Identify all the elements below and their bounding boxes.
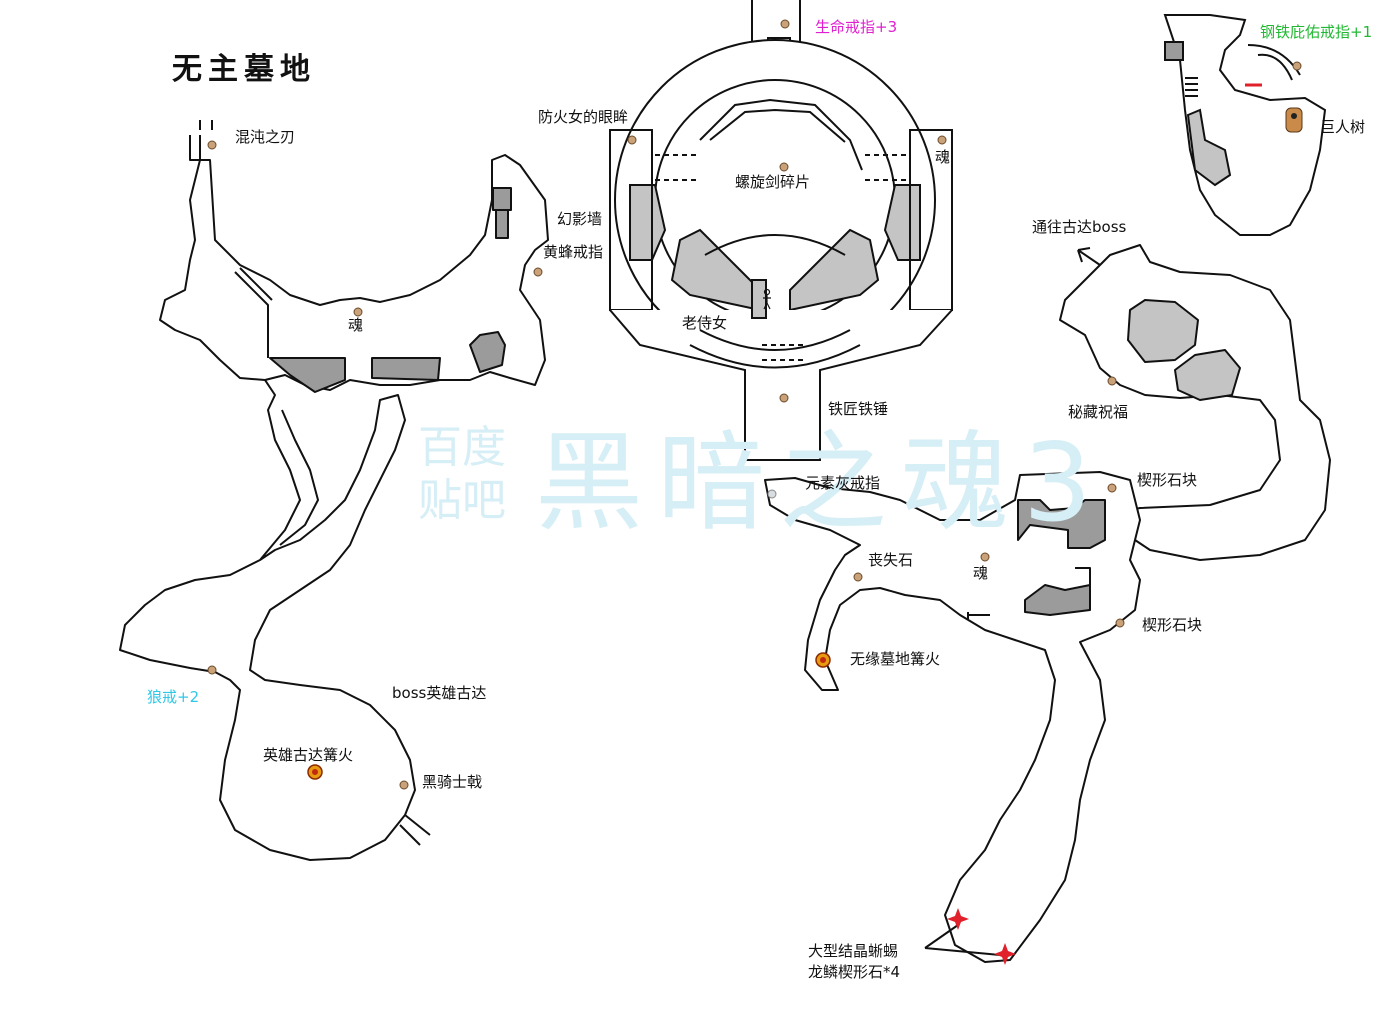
left-diagonal-wall bbox=[234, 267, 273, 358]
label-firekeeper-eyes: 防火女的眼眸 bbox=[538, 108, 629, 126]
watermark: 百度 贴吧 黑暗之魂3 bbox=[418, 421, 1106, 546]
item-dot-icon[interactable] bbox=[980, 552, 990, 562]
label-soul-left: 魂 bbox=[348, 316, 364, 334]
label-hornet-ring: 黄蜂戒指 bbox=[543, 243, 604, 261]
label-cemetery-bonfire: 无缘墓地篝火 bbox=[850, 650, 941, 668]
stick-figure-icon[interactable] bbox=[763, 288, 771, 310]
label-illusory-wall: 幻影墙 bbox=[557, 210, 603, 228]
bonfire-icon[interactable] bbox=[815, 652, 831, 668]
bonfire-icon[interactable] bbox=[307, 764, 323, 780]
watermark-sub1: 百度 bbox=[418, 422, 506, 473]
firelink-shaded-right-wing bbox=[883, 184, 921, 261]
label-black-knight-halberd: 黑骑士戟 bbox=[422, 773, 483, 791]
label-steel-ring: 钢铁庇佑戒指+1 bbox=[1260, 23, 1373, 41]
label-lost-stone: 丧失石 bbox=[868, 551, 914, 569]
item-dot-icon[interactable] bbox=[1292, 61, 1302, 71]
label-gundyr-bonfire: 英雄古达篝火 bbox=[263, 746, 354, 764]
crystal-lizard-star-icon[interactable] bbox=[947, 908, 969, 930]
label-chaos-blade: 混沌之刃 bbox=[235, 128, 296, 146]
item-dot-icon[interactable] bbox=[1107, 483, 1117, 493]
left-passage-inner bbox=[279, 409, 319, 546]
right-gray-wall-1 bbox=[1017, 499, 1106, 549]
left-gray-block-1 bbox=[492, 187, 512, 211]
crystal-lizard-star-icon[interactable] bbox=[994, 943, 1016, 965]
item-dot-icon[interactable] bbox=[779, 162, 789, 172]
map-title: 无主墓地 bbox=[172, 52, 316, 87]
item-dot-icon[interactable] bbox=[937, 135, 947, 145]
label-smith-hammer: 铁匠铁锤 bbox=[828, 400, 889, 418]
label-titanite-shard-2: 楔形石块 bbox=[1142, 616, 1203, 634]
left-region bbox=[119, 120, 549, 861]
item-dot-icon[interactable] bbox=[207, 665, 217, 675]
label-boss-gundyr: boss英雄古达 bbox=[392, 684, 487, 702]
item-dot-icon[interactable] bbox=[1115, 618, 1125, 628]
label-wolf-ring: 狼戒+2 bbox=[147, 688, 200, 706]
left-gray-block-2 bbox=[495, 209, 509, 239]
right-gray-wall-3 bbox=[1075, 567, 1091, 585]
left-gray-wall-1 bbox=[269, 357, 346, 393]
firelink-shrine bbox=[609, 0, 953, 461]
boss-arena-exit bbox=[399, 814, 431, 846]
item-dot-icon[interactable] bbox=[353, 307, 363, 317]
label-giant-tree: 巨人树 bbox=[1320, 118, 1366, 136]
watermark-main: 黑暗之魂3 bbox=[535, 421, 1106, 546]
item-dot-icon[interactable] bbox=[1107, 376, 1117, 386]
label-soul-right: 魂 bbox=[973, 564, 989, 582]
left-winding-passage bbox=[119, 379, 416, 861]
item-dot-icon[interactable] bbox=[399, 780, 409, 790]
label-soul-firelink: 魂 bbox=[935, 148, 951, 166]
inset-gray-wall bbox=[1186, 108, 1232, 187]
label-crystal-lizard: 大型结晶蜥蜴 bbox=[808, 942, 899, 960]
left-cave-outline bbox=[159, 120, 549, 391]
right-gray-rock-1 bbox=[1127, 299, 1199, 363]
label-to-gundyr: 通往古达boss bbox=[1032, 218, 1127, 236]
right-region bbox=[764, 244, 1331, 963]
firelink-inner-alcoves bbox=[699, 98, 863, 171]
inset-stairs bbox=[1185, 77, 1198, 97]
item-dot-icon[interactable] bbox=[207, 140, 217, 150]
right-gray-wall-2 bbox=[1024, 584, 1091, 616]
label-hidden-blessing: 秘藏祝福 bbox=[1068, 403, 1129, 421]
item-dot-icon[interactable] bbox=[779, 393, 789, 403]
firelink-shaded-left-wing bbox=[629, 184, 667, 261]
item-dot-icon[interactable] bbox=[533, 267, 543, 277]
left-gray-wall-3 bbox=[469, 331, 506, 373]
label-old-attendant: 老侍女 bbox=[682, 314, 728, 332]
item-dot-icon[interactable] bbox=[853, 572, 863, 582]
item-dot-icon[interactable] bbox=[780, 19, 790, 29]
label-titanite-shard-1: 楔形石块 bbox=[1137, 471, 1198, 489]
gundyr-path-arrow bbox=[1077, 247, 1101, 266]
label-elemental-ash: 元素灰戒指 bbox=[805, 474, 881, 492]
attendant-pillar bbox=[751, 279, 767, 319]
item-dot-icon[interactable] bbox=[627, 135, 637, 145]
item-dot-icon[interactable] bbox=[767, 489, 777, 499]
right-gray-rock-2 bbox=[1174, 349, 1241, 401]
firelink-shaded-right bbox=[789, 228, 880, 312]
label-life-ring: 生命戒指+3 bbox=[815, 18, 898, 36]
lizard-pointer bbox=[924, 924, 1001, 956]
firelink-inner-arcs bbox=[689, 234, 861, 369]
right-gap bbox=[967, 612, 990, 620]
label-spiral-sword: 螺旋剑碎片 bbox=[735, 173, 811, 191]
giant-tree-icon[interactable] bbox=[1285, 107, 1303, 133]
firelink-hall-doors bbox=[655, 154, 910, 361]
label-dragon-titanite: 龙鳞楔形石*4 bbox=[808, 963, 901, 981]
watermark-sub2: 贴吧 bbox=[418, 475, 506, 526]
inset-steel-ring-arc bbox=[1247, 44, 1301, 81]
inset-gray-block bbox=[1164, 41, 1184, 61]
top-right-inset bbox=[1163, 14, 1327, 236]
left-gray-wall-2 bbox=[371, 357, 441, 381]
item-dots bbox=[207, 19, 1302, 790]
